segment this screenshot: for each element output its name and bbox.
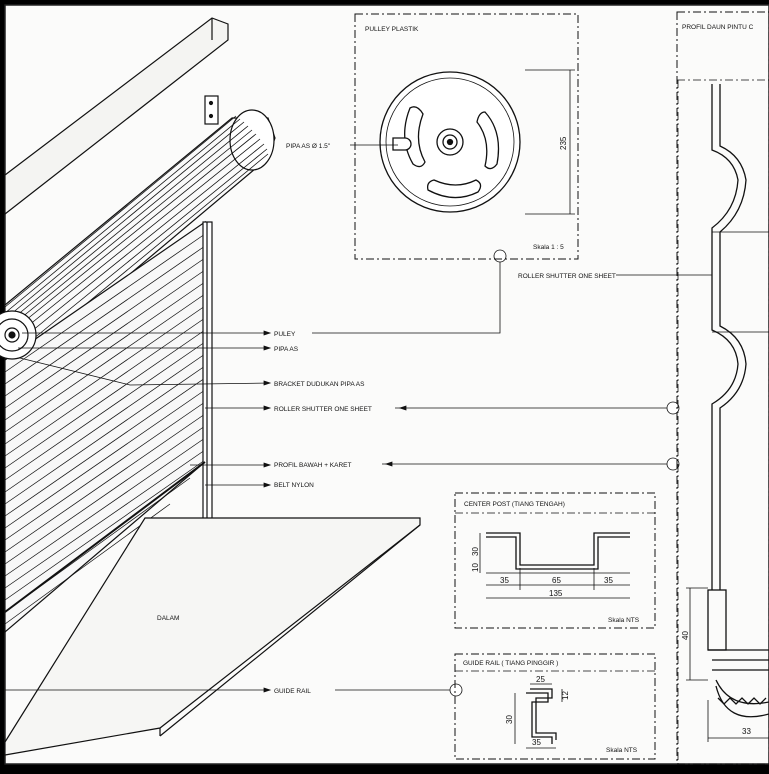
label-puley: PULEY — [274, 331, 296, 338]
label-profil-bawah: PROFIL BAWAH + KARET — [274, 462, 352, 469]
guide-rail-section — [526, 688, 557, 744]
center-post-dims — [479, 533, 630, 599]
cp-dim-135: 135 — [549, 589, 563, 598]
pulley-detail-box: PULLEY PLASTIK PIPA AS Ø 1.5" 235 Skala … — [286, 13, 579, 260]
profil-daun-pintu-panel: PROFIL DAUN PINTU C ROLLER SHUTTER ONE S… — [518, 11, 769, 765]
iso-leaders — [5, 249, 680, 697]
label-guide-rail: GUIDE RAIL — [274, 688, 311, 695]
profil-title: PROFIL DAUN PINTU C — [682, 24, 754, 31]
gr-dim-30: 30 — [505, 715, 514, 724]
gr-dim-25: 25 — [536, 675, 545, 684]
label-belt-nylon: BELT NYLON — [274, 482, 314, 489]
pulley-title: PULLEY PLASTIK — [365, 26, 419, 33]
cp-dim-65: 65 — [552, 576, 561, 585]
guide-rail-scale: Skala NTS — [606, 747, 638, 754]
gr-dim-12: 12 — [561, 691, 570, 700]
profil-section-drawing — [707, 84, 769, 718]
roller-drum-end — [229, 109, 275, 171]
center-post-title: CENTER POST (TIANG TENGAH) — [464, 501, 565, 508]
pipe-bracket-plate — [204, 95, 219, 125]
cp-dim-10: 10 — [471, 563, 480, 572]
center-post-scale: Skala NTS — [608, 617, 640, 624]
pulley-pipe-label: PIPA AS Ø 1.5" — [286, 143, 331, 150]
profil-roller-label: ROLLER SHUTTER ONE SHEET — [518, 273, 616, 280]
guide-rail-title: GUIDE RAIL ( TIANG PINGGIR ) — [463, 660, 558, 667]
pulley-scale: Skala 1 : 5 — [533, 244, 564, 251]
wall-header — [4, 17, 229, 216]
label-dalam: DALAM — [157, 615, 179, 622]
center-post-section — [486, 532, 630, 570]
profil-dimensions — [686, 587, 769, 742]
pulley-dimension — [525, 69, 575, 215]
label-bracket: BRACKET DUDUKAN PIPA AS — [274, 381, 365, 388]
label-pipa-as: PIPA AS — [274, 346, 299, 353]
shutter-isometric-view — [0, 17, 421, 756]
label-roller-sheet: ROLLER SHUTTER ONE SHEET — [274, 406, 372, 413]
guide-rail-dims — [514, 683, 563, 749]
pulley-dim-235: 235 — [559, 136, 568, 150]
cp-dim-35a: 35 — [500, 576, 509, 585]
center-post-detail: CENTER POST (TIANG TENGAH) 30 10 35 65 3… — [454, 492, 656, 629]
profil-dim-33: 33 — [742, 727, 751, 736]
pulley-drawing — [379, 71, 521, 213]
iso-labels: PULEY PIPA AS BRACKET DUDUKAN PIPA AS RO… — [157, 331, 372, 695]
gr-dim-35: 35 — [532, 738, 541, 747]
guide-rail-detail: GUIDE RAIL ( TIANG PINGGIR ) 25 12 30 35… — [454, 653, 656, 760]
cp-dim-30: 30 — [471, 547, 480, 556]
profil-dim-40: 40 — [681, 631, 690, 640]
shutter-slats — [4, 233, 206, 625]
cp-dim-35b: 35 — [604, 576, 613, 585]
